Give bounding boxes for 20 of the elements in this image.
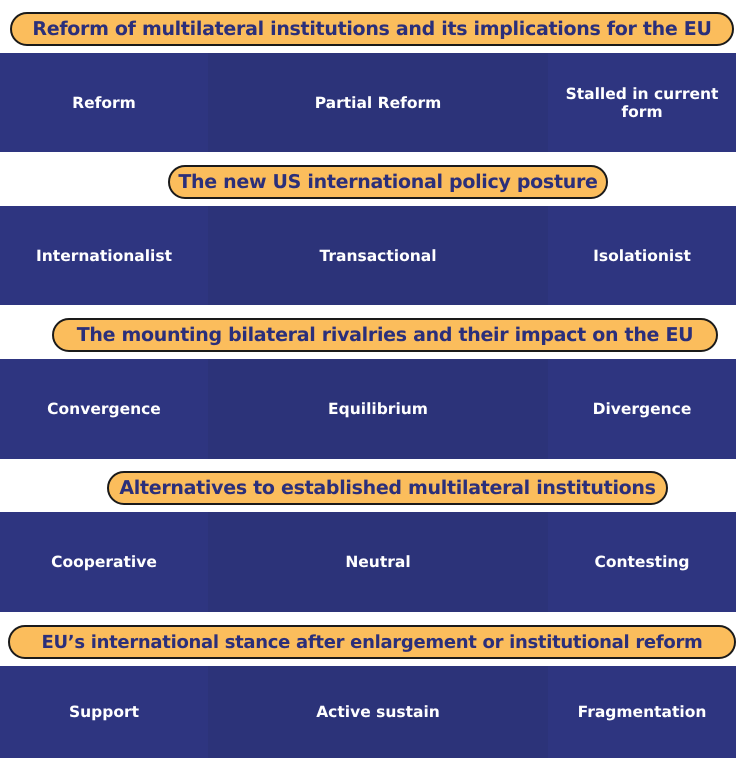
scenario-cell: Reform — [0, 53, 208, 152]
scenario-cell: Neutral — [208, 512, 548, 612]
section-heading: Alternatives to established multilateral institutions — [107, 471, 668, 505]
scenario-cell: Equilibrium — [208, 359, 548, 459]
scenario-cell: Active sustain — [208, 666, 548, 758]
scenario-cell: Convergence — [0, 359, 208, 459]
scenario-cell: Stalled in current form — [548, 53, 736, 152]
section-heading: The new US international policy posture — [168, 165, 608, 199]
scenario-cell: Divergence — [548, 359, 736, 459]
section-heading: EU’s international stance after enlargement or institutional reform — [8, 625, 736, 659]
section-heading: The mounting bilateral rivalries and their impact on the EU — [52, 318, 718, 352]
scenario-cell: Cooperative — [0, 512, 208, 612]
scenario-cell: Transactional — [208, 206, 548, 305]
section-heading: Reform of multilateral institutions and its implications for the EU — [10, 12, 734, 46]
scenario-cell: Fragmentation — [548, 666, 736, 758]
scenario-cell: Support — [0, 666, 208, 758]
scenario-cell: Internationalist — [0, 206, 208, 305]
scenario-cell: Partial Reform — [208, 53, 548, 152]
scenario-cell: Contesting — [548, 512, 736, 612]
scenario-cell: Isolationist — [548, 206, 736, 305]
